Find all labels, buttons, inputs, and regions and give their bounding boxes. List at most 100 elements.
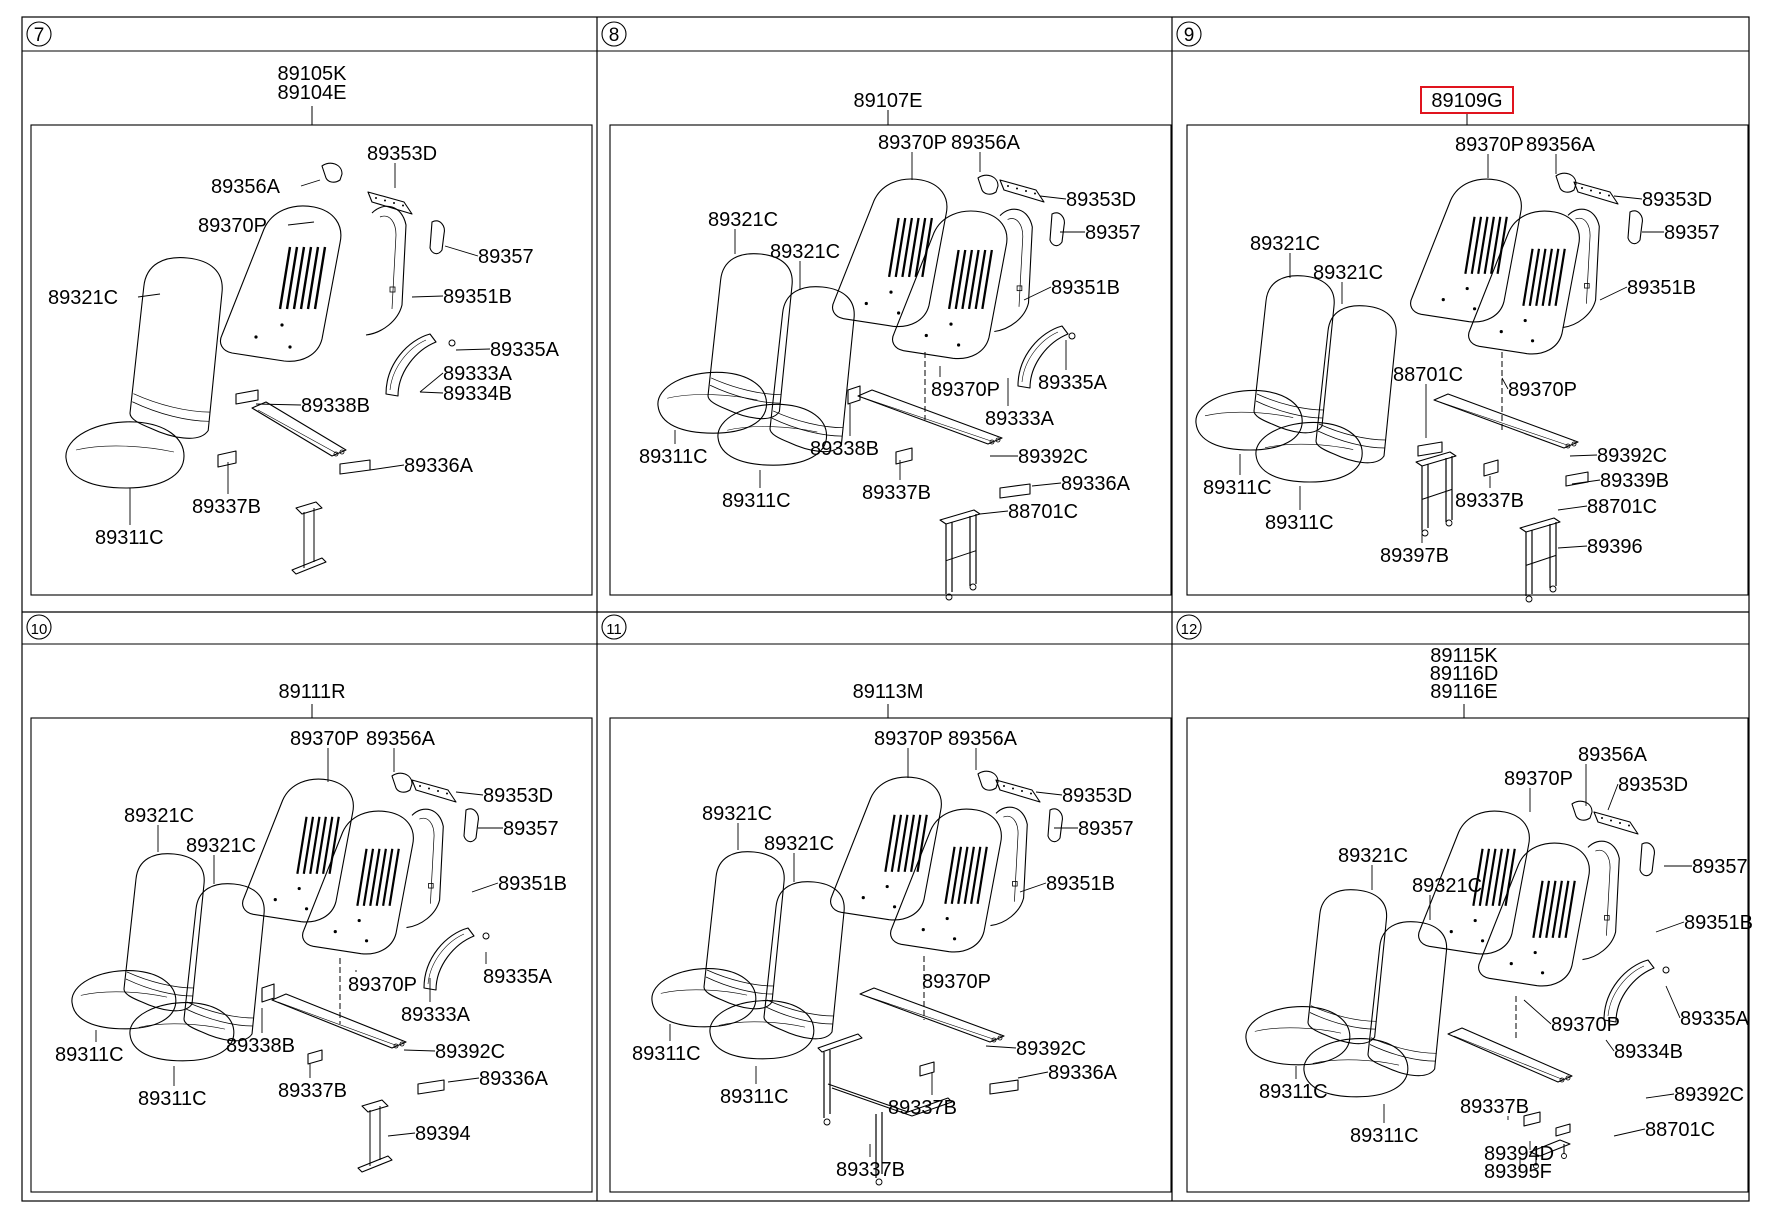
part-number-label[interactable]: 89338B [301,395,370,417]
part-number-label[interactable]: 89321C [1338,845,1408,867]
part-number-label[interactable]: 89321C [1250,233,1320,255]
part-number-label[interactable]: 89357 [1692,856,1748,878]
part-number-label[interactable]: 89357 [478,246,534,268]
part-number-label[interactable]: 89311C [722,490,791,512]
part-number-label[interactable]: 89338B [810,438,879,460]
part-number-label[interactable]: 89311C [138,1088,207,1110]
assembly-code[interactable]: 89116D [1430,663,1499,685]
part-number-label[interactable]: 89334B [443,383,512,405]
part-number-label[interactable]: 89336A [479,1068,549,1090]
part-number-label[interactable]: 89356A [366,728,436,750]
part-number-label[interactable]: 89356A [951,132,1021,154]
part-number-label[interactable]: 89370P [931,379,1000,401]
part-number-label[interactable]: 89311C [639,446,708,468]
part-number-label[interactable]: 89338B [226,1035,295,1057]
part-number-label[interactable]: 89353D [1618,774,1688,796]
part-number-label[interactable]: 89353D [367,143,437,165]
part-number-label[interactable]: 89357 [1085,222,1141,244]
part-number-label[interactable]: 89394D [1484,1143,1554,1165]
assembly-code[interactable]: 89107E [854,90,923,112]
part-number-label[interactable]: 89356A [1578,744,1648,766]
part-number-label[interactable]: 89392C [435,1041,505,1063]
part-number-label[interactable]: 89337B [278,1080,347,1102]
part-number-label[interactable]: 89311C [1350,1125,1419,1147]
part-number-label[interactable]: 89356A [211,176,281,198]
assembly-code[interactable]: 89109G [1431,90,1502,112]
part-number-label[interactable]: 89397B [1380,545,1449,567]
part-number-label[interactable]: 89333A [985,408,1055,430]
part-number-label[interactable]: 89351B [443,286,512,308]
assembly-code[interactable]: 89113M [853,681,924,703]
part-number-label[interactable]: 89321C [124,805,194,827]
part-number-label[interactable]: 89337B [888,1097,957,1119]
part-number-label[interactable]: 89370P [1508,379,1577,401]
part-number-label[interactable]: 89370P [290,728,359,750]
part-number-label[interactable]: 88701C [1393,364,1463,386]
part-number-label[interactable]: 89336A [404,455,474,477]
part-number-label[interactable]: 89370P [1504,768,1573,790]
part-number-label[interactable]: 89321C [708,209,778,231]
part-number-label[interactable]: 89370P [198,215,267,237]
part-number-label[interactable]: 89321C [764,833,834,855]
part-number-label[interactable]: 89337B [836,1159,905,1181]
part-number-label[interactable]: 89370P [1551,1014,1620,1036]
part-number-label[interactable]: 89311C [95,527,164,549]
part-number-label[interactable]: 89311C [720,1086,789,1108]
part-number-label[interactable]: 89336A [1048,1062,1118,1084]
part-number-label[interactable]: 89336A [1061,473,1131,495]
part-number-label[interactable]: 89356A [948,728,1018,750]
part-number-label[interactable]: 89353D [483,785,553,807]
assembly-code[interactable]: 89115K [1430,645,1498,667]
part-number-label[interactable]: 89356A [1526,134,1596,156]
part-number-label[interactable]: 89395F [1484,1161,1552,1183]
part-number-label[interactable]: 89335A [490,339,560,361]
part-number-label[interactable]: 89353D [1642,189,1712,211]
part-number-label[interactable]: 89351B [1051,277,1120,299]
part-number-label[interactable]: 89370P [1455,134,1524,156]
part-number-label[interactable]: 89337B [862,482,931,504]
part-number-label[interactable]: 89335A [483,966,553,988]
assembly-code[interactable]: 89104E [278,82,347,104]
part-number-label[interactable]: 88701C [1008,501,1078,523]
part-number-label[interactable]: 89370P [878,132,947,154]
part-number-label[interactable]: 89357 [1078,818,1134,840]
part-number-label[interactable]: 89335A [1680,1008,1750,1030]
part-number-label[interactable]: 89334B [1614,1041,1683,1063]
part-number-label[interactable]: 89339B [1600,470,1669,492]
part-number-label[interactable]: 89321C [770,241,840,263]
part-number-label[interactable]: 89321C [702,803,772,825]
part-number-label[interactable]: 89392C [1597,445,1667,467]
assembly-code[interactable]: 89105K [278,63,348,85]
assembly-code[interactable]: 89116E [1430,681,1497,703]
part-number-label[interactable]: 89396 [1587,536,1643,558]
part-number-label[interactable]: 89351B [498,873,567,895]
part-number-label[interactable]: 89370P [348,974,417,996]
part-number-label[interactable]: 89337B [192,496,261,518]
part-number-label[interactable]: 89392C [1674,1084,1744,1106]
part-number-label[interactable]: 89353D [1062,785,1132,807]
part-number-label[interactable]: 89351B [1046,873,1115,895]
part-number-label[interactable]: 89353D [1066,189,1136,211]
part-number-label[interactable]: 89394 [415,1123,471,1145]
part-number-label[interactable]: 89311C [1265,512,1334,534]
part-number-label[interactable]: 89333A [443,363,513,385]
part-number-label[interactable]: 89335A [1038,372,1108,394]
part-number-label[interactable]: 89337B [1455,490,1524,512]
part-number-label[interactable]: 89321C [186,835,256,857]
part-number-label[interactable]: 89311C [1203,477,1272,499]
assembly-code[interactable]: 89111R [278,681,345,703]
part-number-label[interactable]: 89337B [1460,1096,1529,1118]
part-number-label[interactable]: 89321C [48,287,118,309]
part-number-label[interactable]: 89321C [1412,875,1482,897]
part-number-label[interactable]: 89370P [922,971,991,993]
part-number-label[interactable]: 89311C [1259,1081,1328,1103]
part-number-label[interactable]: 89392C [1016,1038,1086,1060]
part-number-label[interactable]: 89357 [503,818,559,840]
part-number-label[interactable]: 89370P [874,728,943,750]
part-number-label[interactable]: 88701C [1645,1119,1715,1141]
part-number-label[interactable]: 89392C [1018,446,1088,468]
part-number-label[interactable]: 89311C [632,1043,701,1065]
part-number-label[interactable]: 88701C [1587,496,1657,518]
part-number-label[interactable]: 89333A [401,1004,471,1026]
part-number-label[interactable]: 89311C [55,1044,124,1066]
